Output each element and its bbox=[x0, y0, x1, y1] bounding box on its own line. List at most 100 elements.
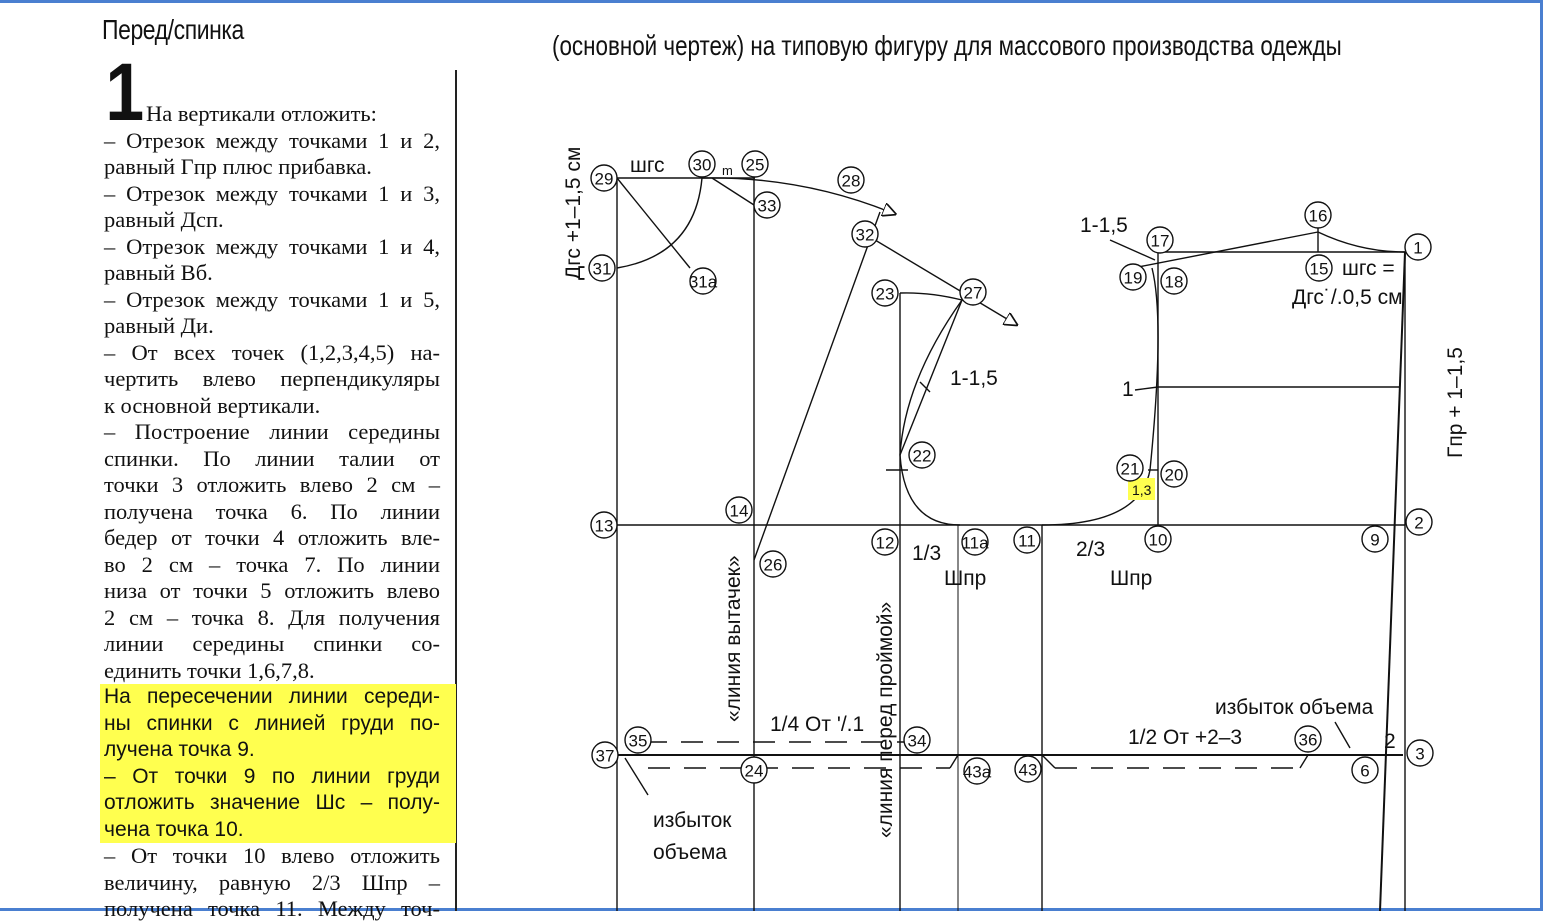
point-11: 11 bbox=[1013, 526, 1041, 554]
point-label: 28 bbox=[842, 172, 861, 191]
point-label: 30 bbox=[693, 156, 712, 175]
label-1-1-5: 1-1,5 bbox=[1080, 214, 1128, 237]
text-line: чертить влево перпендикуляры bbox=[104, 366, 440, 391]
point-circle bbox=[1404, 233, 1432, 261]
point-43: 43 bbox=[1014, 755, 1042, 783]
point-circle bbox=[1294, 725, 1322, 753]
point-circle bbox=[689, 267, 717, 295]
label-m: m bbox=[722, 163, 733, 178]
point-43a: 43а bbox=[963, 757, 992, 785]
point-label: 33 bbox=[758, 197, 777, 216]
point-label: 11 bbox=[1018, 532, 1036, 551]
point-label: 35 bbox=[629, 732, 648, 751]
point-19: 19 bbox=[1119, 263, 1147, 291]
point-21: 21 bbox=[1116, 454, 1144, 482]
label-1-3: 1,3 bbox=[1132, 482, 1152, 498]
point-24: 24 bbox=[740, 756, 768, 784]
point-label: 43а bbox=[963, 763, 992, 782]
point-circle bbox=[908, 441, 936, 469]
point-22: 22 bbox=[908, 441, 936, 469]
point-label: 27 bbox=[964, 284, 983, 303]
point-label: 29 bbox=[595, 170, 614, 189]
text-line: – От точки 9 по линии груди bbox=[100, 763, 456, 790]
point-label: 3 bbox=[1415, 745, 1424, 764]
point-29: 29 bbox=[590, 164, 618, 192]
point-6: 6 bbox=[1351, 756, 1379, 784]
point-circle bbox=[588, 254, 616, 282]
text-line: ны спинки с линией груди по- bbox=[100, 710, 456, 737]
point-35: 35 bbox=[624, 726, 652, 754]
point-26: 26 bbox=[759, 550, 787, 578]
point-circle bbox=[725, 496, 753, 524]
text-line: равный Гпр плюс прибавка. bbox=[104, 154, 372, 179]
point-3: 3 bbox=[1406, 739, 1434, 767]
label-shpr: Шпр bbox=[1110, 567, 1152, 590]
text-line: единить точки 1,6,7,8. bbox=[104, 657, 315, 683]
point-circle bbox=[1144, 525, 1172, 553]
point-17: 17 bbox=[1146, 226, 1174, 254]
point-label: 23 bbox=[876, 285, 895, 304]
point-circle bbox=[837, 166, 865, 194]
text-line: получена точка 6. По линии bbox=[104, 498, 440, 524]
point-9: 9 bbox=[1361, 525, 1389, 553]
point-circle bbox=[624, 726, 652, 754]
column-divider bbox=[455, 70, 457, 911]
step-number: 1 bbox=[105, 47, 145, 138]
point-36: 36 bbox=[1294, 725, 1322, 753]
point-25: 25 bbox=[741, 150, 769, 178]
point-label: 15 bbox=[1310, 260, 1329, 279]
point-31a: 31а bbox=[689, 267, 718, 295]
point-label: 21 bbox=[1121, 460, 1140, 479]
point-circle bbox=[1146, 226, 1174, 254]
text-line: точки 3 отложить влево 2 см – bbox=[104, 472, 440, 497]
text-line: лучена точка 9. bbox=[100, 737, 456, 764]
point-circle bbox=[1304, 201, 1332, 229]
text-line: – Построение линии середины bbox=[104, 419, 440, 444]
point-label: 26 bbox=[764, 556, 783, 575]
text-line: чена точка 10. bbox=[100, 816, 456, 843]
point-label: 11а bbox=[961, 534, 989, 553]
point-circle bbox=[740, 756, 768, 784]
point-circle bbox=[1013, 526, 1041, 554]
point-circle bbox=[1406, 739, 1434, 767]
point-label: 25 bbox=[746, 156, 765, 175]
text-line: линии середины спинки со- bbox=[104, 631, 440, 656]
point-label: 17 bbox=[1151, 232, 1170, 251]
point-circle bbox=[741, 150, 769, 178]
text-line: спинки. По линии талии от bbox=[104, 445, 440, 471]
point-23: 23 bbox=[871, 279, 899, 307]
point-label: 20 bbox=[1165, 466, 1184, 485]
instructions-text: На вертикали отложить:– Отрезок между то… bbox=[100, 101, 456, 923]
point-label: 22 bbox=[913, 447, 932, 466]
point-14: 14 bbox=[725, 496, 753, 524]
point-label: 12 bbox=[876, 534, 895, 553]
point-circle bbox=[903, 726, 931, 754]
text-line: 2 см – точка 8. Для получения bbox=[104, 604, 440, 630]
label-gpr: Гпр + 1–1,5 bbox=[1444, 347, 1467, 458]
point-circle bbox=[1405, 508, 1433, 536]
text-line: равный Дсп. bbox=[104, 207, 224, 232]
point-33: 33 bbox=[753, 191, 781, 219]
point-10: 10 bbox=[1144, 525, 1172, 553]
labels: шгс m Дгс +1–1,5 см 1-1,5 1-1,5 шгс = Дг… bbox=[562, 147, 1467, 864]
point-label: 1 bbox=[1413, 239, 1422, 258]
point-label: 14 bbox=[730, 502, 749, 521]
label-shpr: Шпр bbox=[944, 567, 986, 590]
point-circle bbox=[1160, 460, 1188, 488]
text-line: – Отрезок между точками 1 и 2, bbox=[104, 127, 440, 153]
point-circle bbox=[1160, 267, 1188, 295]
point-label: 10 bbox=[1149, 531, 1168, 550]
point-circle bbox=[959, 278, 987, 306]
point-18: 18 bbox=[1160, 267, 1188, 295]
point-circle bbox=[1119, 263, 1147, 291]
point-circle bbox=[590, 164, 618, 192]
point-label: 24 bbox=[745, 762, 764, 781]
point-16: 16 bbox=[1304, 201, 1332, 229]
text-line: – Отрезок между точками 1 и 5, bbox=[104, 286, 440, 312]
label-two: 2 bbox=[1384, 730, 1396, 753]
point-label: 36 bbox=[1299, 731, 1318, 750]
text-line: На пересечении линии середи- bbox=[100, 684, 456, 711]
point-2: 2 bbox=[1405, 508, 1433, 536]
point-32: 32 bbox=[851, 220, 879, 248]
